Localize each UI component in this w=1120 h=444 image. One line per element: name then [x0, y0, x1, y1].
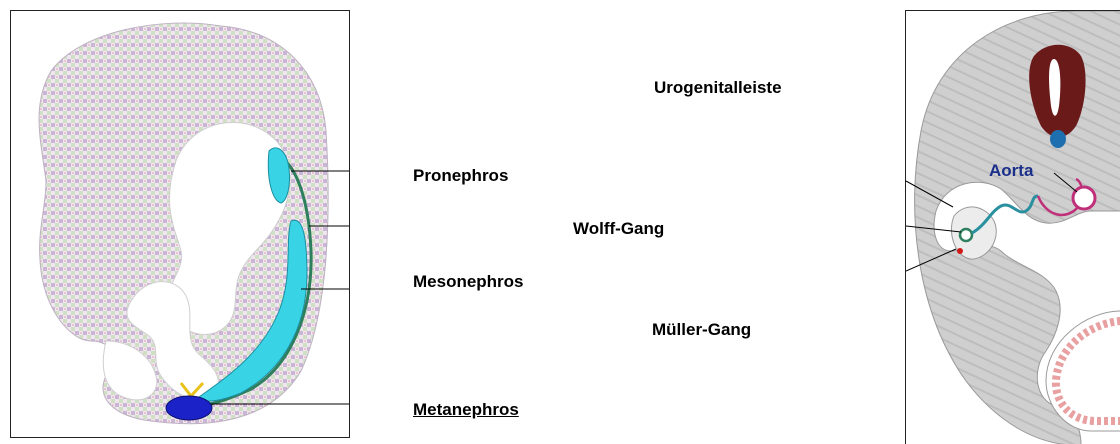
label-mesonephros: Mesonephros	[413, 272, 524, 292]
aorta-vessel	[1073, 187, 1095, 209]
embryo-illustration	[11, 11, 350, 438]
label-aorta: Aorta	[989, 161, 1033, 181]
label-metanephros: Metanephros	[413, 400, 519, 420]
mueller-duct-section	[957, 248, 963, 254]
cross-section-panel: Aorta	[905, 10, 1120, 444]
label-wolff-gang: Wolff-Gang	[573, 219, 664, 239]
wolff-duct-section	[960, 229, 972, 241]
metanephros-shape	[166, 396, 212, 420]
embryo-sagittal-panel	[10, 10, 350, 438]
label-mueller-gang: Müller-Gang	[652, 320, 751, 340]
aorta-dot	[1050, 130, 1066, 148]
label-pronephros: Pronephros	[413, 166, 508, 186]
label-urogenitalleiste: Urogenitalleiste	[654, 78, 782, 98]
cross-section-illustration	[906, 11, 1120, 444]
